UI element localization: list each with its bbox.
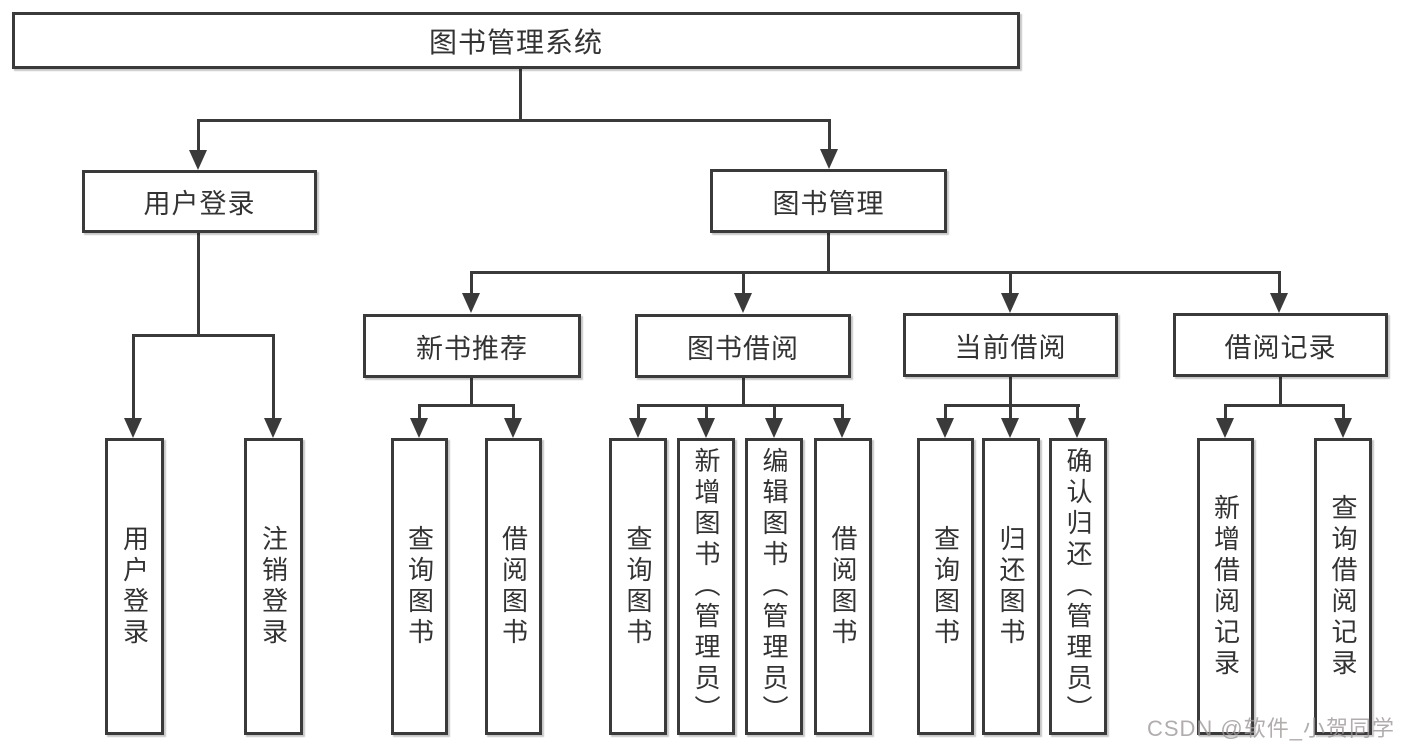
connector-bar (470, 271, 1280, 274)
node-user-login: 用户登录 (82, 170, 317, 233)
connector-stem (470, 378, 473, 407)
node-library-system: 图书管理系统 (12, 12, 1020, 69)
connector-bar (637, 404, 844, 407)
node-label: 查询借阅记录 (1328, 493, 1358, 680)
leaf-edit-books-admin: 编辑图书（管理员） (745, 438, 803, 735)
leaf-confirm-return-admin: 确认归还（管理员） (1049, 438, 1107, 735)
node-label: 查询图书 (930, 524, 961, 649)
connector-leg (944, 404, 947, 420)
connector-leg (637, 404, 640, 420)
connector-bar (132, 334, 275, 337)
connector-bar (1224, 404, 1345, 407)
connector-bar (418, 404, 514, 407)
arrowhead-down-icon (504, 418, 522, 438)
connector-stem (1009, 377, 1012, 407)
connector-leg (132, 334, 135, 420)
node-book-management: 图书管理 (710, 169, 947, 233)
node-borrow-records: 借阅记录 (1173, 313, 1388, 377)
leaf-query-books-recommend: 查询图书 (391, 438, 448, 735)
connector-leg (1278, 271, 1281, 295)
arrowhead-down-icon (734, 293, 752, 313)
node-label: 图书借阅 (687, 333, 799, 364)
arrowhead-down-icon (410, 418, 428, 438)
connector-leg (197, 119, 200, 152)
connector-leg (1009, 271, 1012, 295)
leaf-add-borrow-record: 新增借阅记录 (1197, 438, 1254, 735)
connector-stem (1279, 377, 1282, 407)
leaf-query-books-borrow: 查询图书 (609, 438, 667, 735)
arrowhead-down-icon (264, 418, 282, 438)
connector-root-stem (519, 68, 522, 121)
connector-leg (470, 271, 473, 295)
arrowhead-down-icon (462, 293, 480, 313)
leaf-query-books-current: 查询图书 (917, 438, 974, 735)
node-label: 图书管理 (772, 188, 885, 219)
node-new-book-recommend: 新书推荐 (363, 314, 581, 378)
arrowhead-down-icon (189, 150, 207, 170)
connector-leg (742, 271, 745, 295)
leaf-user-login: 用户登录 (105, 438, 164, 735)
arrowhead-down-icon (1334, 418, 1352, 438)
arrowhead-down-icon (765, 418, 783, 438)
connector-leg (773, 404, 776, 420)
node-label: 用户登录 (119, 524, 150, 649)
connector-stem (827, 233, 830, 274)
node-label: 用户登录 (143, 189, 256, 219)
node-label: 归还图书 (996, 524, 1026, 649)
node-book-borrow: 图书借阅 (635, 314, 851, 378)
connector-leg (705, 404, 708, 420)
leaf-return-books: 归还图书 (982, 438, 1040, 735)
connector-leg (1009, 404, 1012, 420)
connector-leg (418, 404, 421, 420)
node-current-borrow: 当前借阅 (903, 313, 1118, 377)
arrowhead-down-icon (936, 418, 954, 438)
node-label: 查询图书 (404, 524, 435, 649)
arrowhead-down-icon (1001, 418, 1019, 438)
arrowhead-down-icon (820, 149, 838, 169)
leaf-borrow-books: 借阅图书 (814, 438, 872, 735)
connector-stem (742, 378, 745, 407)
connector-leg (1224, 404, 1227, 420)
node-label: 确认归还（管理员） (1063, 447, 1093, 726)
node-label: 借阅图书 (828, 524, 858, 649)
connector-leg (841, 404, 844, 420)
node-label: 借阅图书 (498, 524, 529, 649)
leaf-logout: 注销登录 (244, 438, 303, 735)
connector-leg (512, 404, 515, 420)
arrowhead-down-icon (1270, 293, 1288, 313)
connector-bar (944, 404, 1080, 407)
node-label: 查询图书 (623, 524, 653, 649)
leaf-borrow-books-recommend: 借阅图书 (485, 438, 542, 735)
csdn-watermark: CSDN @软件_小贺同学 (1146, 716, 1395, 741)
arrowhead-down-icon (629, 418, 647, 438)
leaf-query-borrow-record: 查询借阅记录 (1314, 438, 1372, 735)
arrowhead-down-icon (1068, 418, 1086, 438)
connector-leg (828, 119, 831, 152)
leaf-add-books-admin: 新增图书（管理员） (677, 438, 735, 735)
arrowhead-down-icon (1001, 293, 1019, 313)
connector-stem (197, 233, 200, 337)
node-label: 图书管理系统 (428, 26, 603, 58)
connector-root-bar (197, 119, 831, 122)
node-label: 注销登录 (258, 524, 289, 649)
node-label: 新增借阅记录 (1210, 493, 1241, 680)
connector-leg (1076, 404, 1079, 420)
node-label: 当前借阅 (954, 332, 1067, 363)
node-label: 新增图书（管理员） (691, 447, 721, 726)
arrowhead-down-icon (124, 418, 142, 438)
arrowhead-down-icon (1216, 418, 1234, 438)
arrowhead-down-icon (833, 418, 851, 438)
node-label: 借阅记录 (1224, 332, 1337, 363)
arrowhead-down-icon (697, 418, 715, 438)
connector-leg (272, 334, 275, 420)
node-label: 新书推荐 (416, 333, 528, 364)
connector-leg (1342, 404, 1345, 420)
node-label: 编辑图书（管理员） (759, 447, 789, 726)
